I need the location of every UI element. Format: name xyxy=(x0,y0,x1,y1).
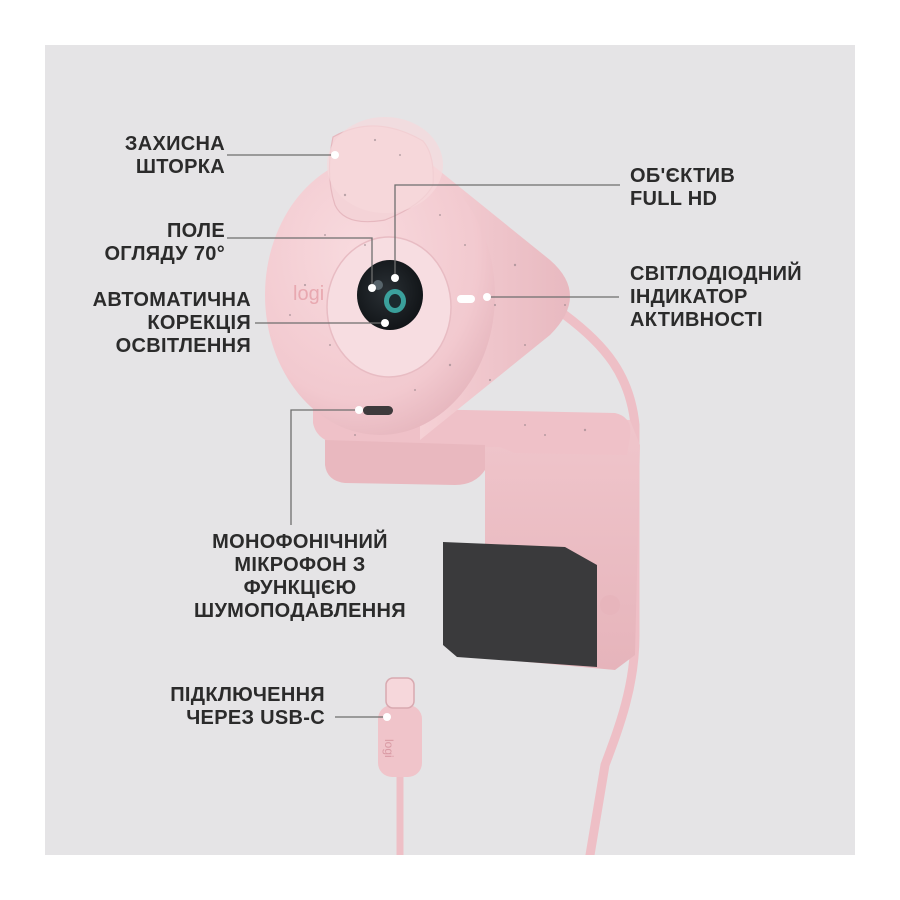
label-lens: ОБ'ЄКТИВ FULL HD xyxy=(630,165,736,210)
label-field-of-view: ПОЛЕ ОГЛЯДУ 70° xyxy=(104,220,225,265)
clip-pad xyxy=(443,542,597,667)
product-panel: logi logi ЗАХИСНА ШТОРКА ПОЛЕ ОГЛЯДУ 70°… xyxy=(45,45,855,855)
led-indicator xyxy=(457,295,475,303)
usb-c-housing xyxy=(378,705,422,777)
label-light-correction: АВТОМАТИЧНА КОРЕКЦІЯ ОСВІТЛЕННЯ xyxy=(92,289,251,357)
leader-mic xyxy=(290,409,357,525)
label-privacy-shutter: ЗАХИСНА ШТОРКА xyxy=(124,133,225,178)
leader-fov xyxy=(227,237,373,285)
usb-c-plug xyxy=(385,677,415,709)
label-usb-c: ПІДКЛЮЧЕННЯ ЧЕРЕЗ USB-C xyxy=(170,684,325,729)
usb-logi-logo: logi xyxy=(382,739,396,758)
label-microphone: МОНОФОНІЧНИЙ МІКРОФОН З ФУНКЦІЄЮ ШУМОПОД… xyxy=(194,531,406,622)
label-led-indicator: СВІТЛОДІОДНИЙ ІНДИКАТОР АКТИВНОСТІ xyxy=(630,263,802,331)
leader-lens xyxy=(394,184,620,275)
microphone-grille xyxy=(363,406,393,415)
logi-logo: logi xyxy=(293,283,324,305)
webcam-illustration: logi logi xyxy=(227,117,640,855)
hinge-knob xyxy=(600,595,620,615)
